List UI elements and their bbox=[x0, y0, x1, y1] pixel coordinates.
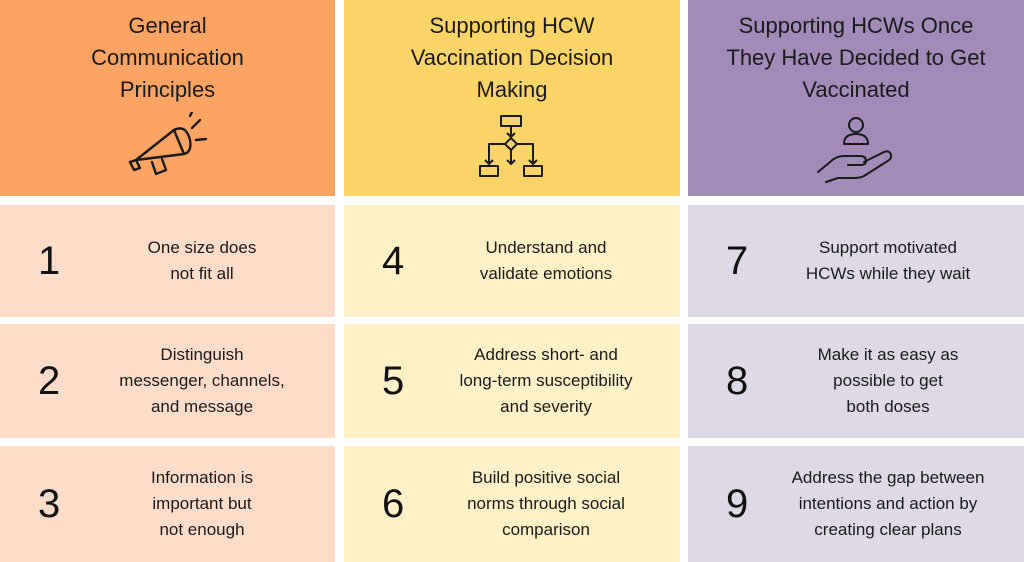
principle-number: 5 bbox=[382, 359, 405, 403]
principle-text: Distinguish messenger, channels, and mes… bbox=[119, 345, 285, 416]
principle-number: 7 bbox=[726, 239, 749, 283]
principle-cell-5: 5 Address short- and long-term susceptib… bbox=[344, 324, 680, 438]
column-title: Supporting HCWs Once They Have Decided t… bbox=[726, 13, 986, 102]
principle-number: 4 bbox=[382, 239, 405, 283]
megaphone-icon bbox=[126, 110, 210, 183]
principle-cell-3: 3 Information is important but not enoug… bbox=[0, 446, 335, 562]
principle-cell-7: 7 Support motivated HCWs while they wait bbox=[688, 205, 1024, 317]
column-header-general-communication: General Communication Principles bbox=[0, 0, 335, 196]
principle-number: 2 bbox=[38, 359, 61, 403]
principle-cell-9: 9 Address the gap between intentions and… bbox=[688, 446, 1024, 562]
principle-text: Address the gap between intentions and a… bbox=[791, 468, 985, 539]
principle-text: Information is important but not enough bbox=[150, 468, 254, 539]
principle-cell-8: 8 Make it as easy as possible to get bot… bbox=[688, 324, 1024, 438]
column-header-decision-making: Supporting HCW Vaccination Decision Maki… bbox=[344, 0, 680, 196]
principle-text: Support motivated HCWs while they wait bbox=[805, 238, 971, 283]
principle-text: Address short- and long-term susceptibil… bbox=[459, 345, 633, 416]
principle-number: 3 bbox=[38, 482, 61, 526]
column-title: General Communication Principles bbox=[91, 13, 244, 102]
principle-number: 9 bbox=[726, 482, 749, 526]
principle-cell-4: 4 Understand and validate emotions bbox=[344, 205, 680, 317]
principle-text: Understand and validate emotions bbox=[479, 238, 613, 283]
column-header-once-decided: Supporting HCWs Once They Have Decided t… bbox=[688, 0, 1024, 196]
principle-cell-2: 2 Distinguish messenger, channels, and m… bbox=[0, 324, 335, 438]
principle-number: 6 bbox=[382, 482, 405, 526]
column-title: Supporting HCW Vaccination Decision Maki… bbox=[410, 13, 614, 102]
flowchart-icon bbox=[479, 114, 545, 187]
principle-cell-1: 1 One size does not fit all bbox=[0, 205, 335, 317]
principle-number: 1 bbox=[38, 239, 61, 283]
principle-text: One size does not fit all bbox=[147, 238, 257, 283]
principle-text: Make it as easy as possible to get both … bbox=[817, 345, 959, 416]
principle-cell-6: 6 Build positive social norms through so… bbox=[344, 446, 680, 562]
principle-text: Build positive social norms through soci… bbox=[467, 468, 625, 539]
hand-supporting-person-icon bbox=[814, 114, 898, 189]
principle-number: 8 bbox=[726, 359, 749, 403]
